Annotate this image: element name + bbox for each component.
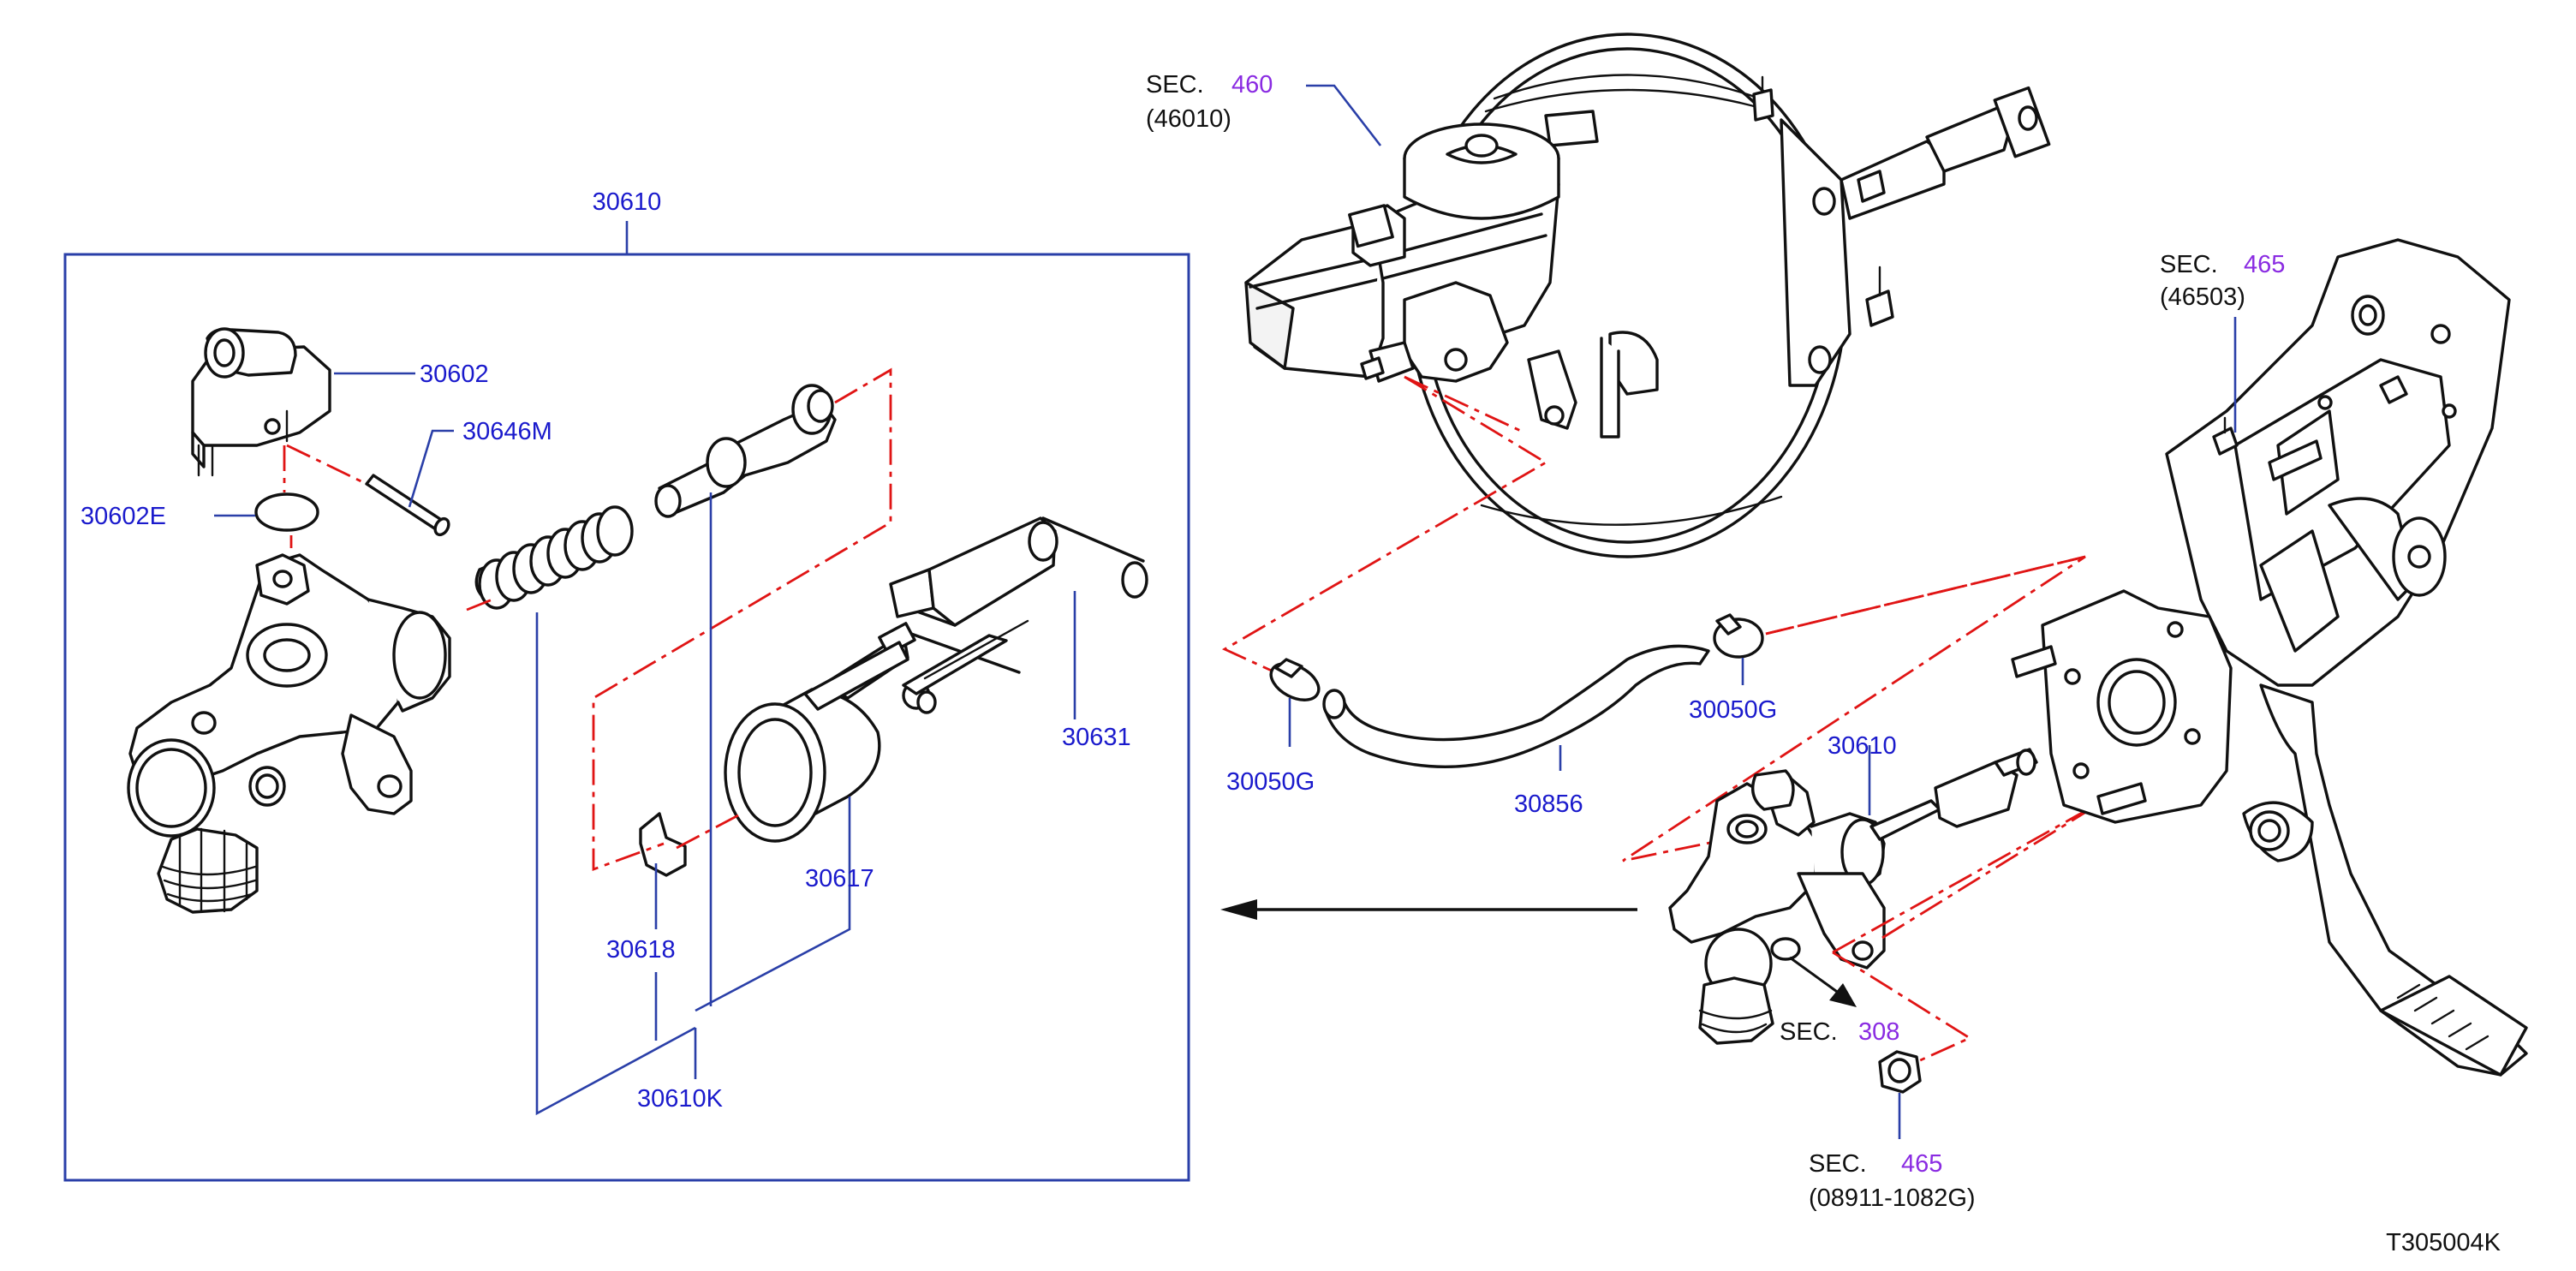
push-rod-part [803,516,1148,714]
sec-sub-nut: (08911-1082G) [1809,1184,1976,1212]
hose-part [1322,644,1710,768]
label-push-rod[interactable]: 30631 [1062,724,1131,751]
sec-sub-booster: (46010) [1146,105,1231,133]
piston-part [654,384,837,518]
operating-cylinder-arrow [1789,956,1857,1007]
pin-part [365,474,450,537]
label-hose[interactable]: 30856 [1514,791,1583,818]
sec-number-operating[interactable]: 308 [1858,1018,1899,1046]
detail-arrow [1220,899,1637,920]
sec-number-nut[interactable]: 465 [1901,1150,1942,1178]
label-reservoir-cap[interactable]: 30602 [420,361,489,388]
label-clamp-right[interactable]: 30050G [1689,696,1777,724]
sec-label-nut: SEC. [1809,1150,1867,1178]
sec-sub-pedal: (46503) [2160,283,2245,311]
sec-label-operating: SEC. [1780,1018,1838,1046]
sec-number-booster[interactable]: 460 [1231,71,1273,98]
dust-boot-part [724,688,881,843]
label-master-cyl-installed[interactable]: 30610 [1828,732,1897,760]
label-assembly-top[interactable]: 30610 [593,188,662,216]
label-repair-kit[interactable]: 30610K [637,1085,724,1113]
clamp-left-part [1269,658,1321,701]
label-clip[interactable]: 30618 [606,936,676,964]
clamp-right-part [1713,613,1764,659]
sec-label-pedal: SEC. [2160,251,2218,278]
label-clamp-left[interactable]: 30050G [1226,768,1315,796]
label-pin[interactable]: 30646M [462,418,552,445]
sec-number-pedal[interactable]: 465 [2244,251,2285,278]
seal-part [254,492,319,532]
label-seal[interactable]: 30602E [80,503,166,530]
diagram-code: T305004K [2386,1229,2501,1256]
master-cylinder-body [127,553,451,914]
nut-part [1878,1050,1922,1094]
reservoir-cap-part [191,327,331,477]
return-spring-part [474,505,634,610]
label-boot[interactable]: 30617 [805,865,874,892]
pedal-bracket-part [2011,238,2528,1077]
clutch-master-cylinder-installed [1668,748,2038,1045]
sec-label-booster: SEC. [1146,71,1204,98]
brake-master-cylinder-part [1244,122,1577,430]
